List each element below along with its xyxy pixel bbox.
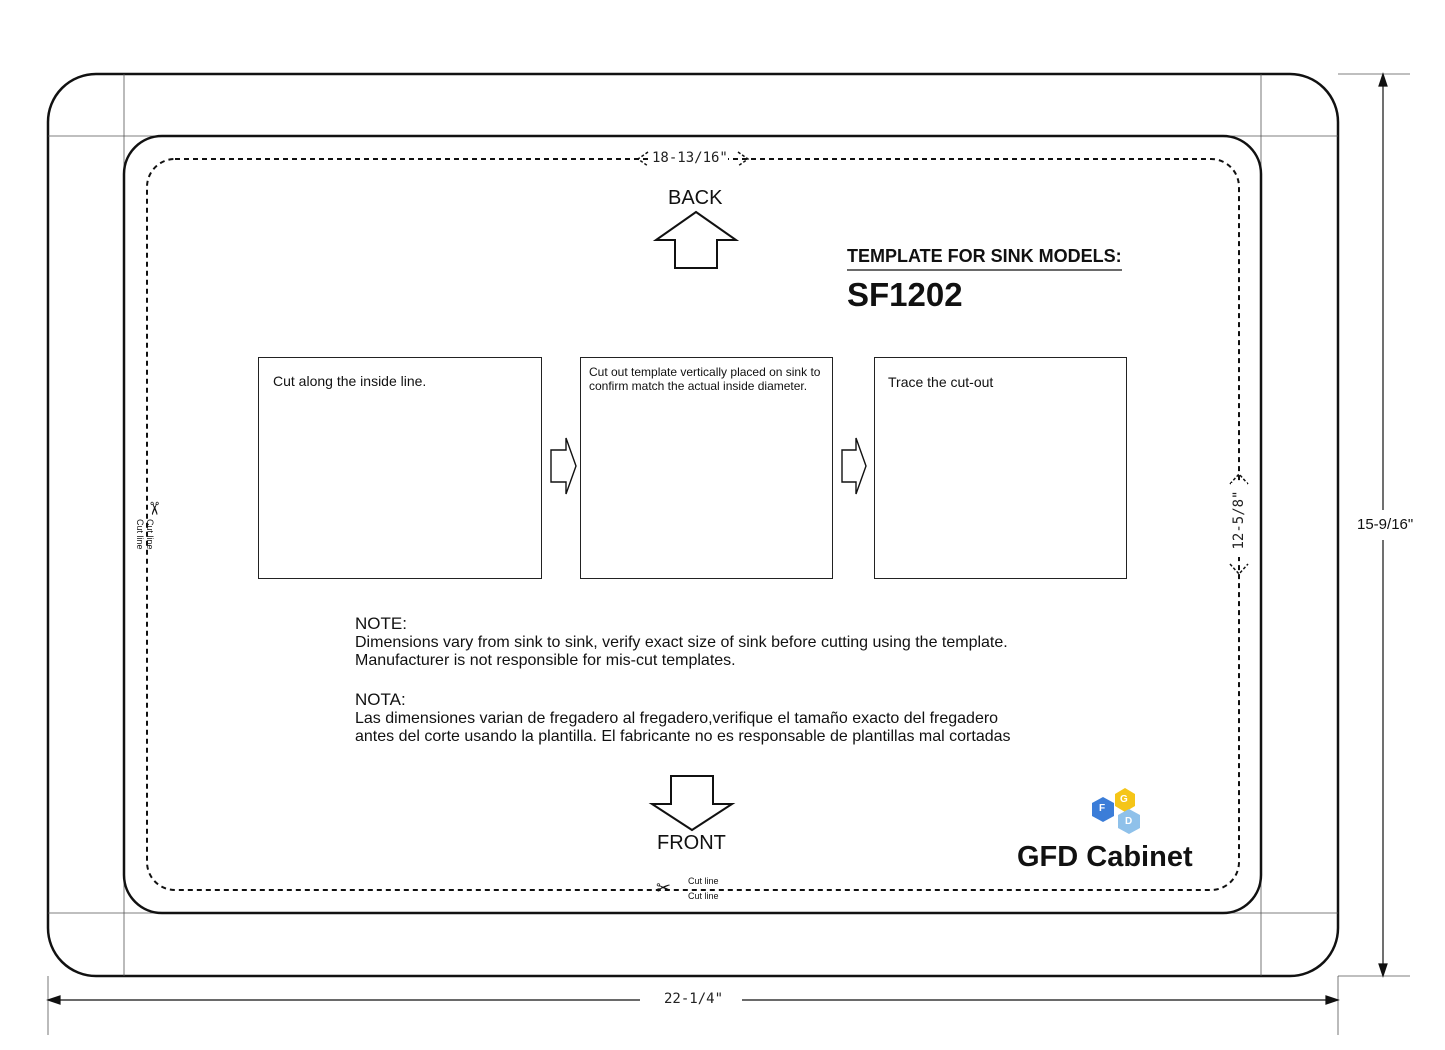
note-english: NOTE: Dimensions vary from sink to sink,… — [355, 614, 1115, 670]
note-title: NOTE: — [355, 614, 407, 633]
gfd-logo-icon — [1092, 788, 1140, 834]
inner-template-border — [122, 134, 1263, 915]
step-arrow-icon-2 — [841, 437, 867, 495]
left-cut-line-labels: Cut line Cut line — [135, 519, 155, 569]
step-caption-3: Trace the cut-out — [888, 374, 994, 390]
left-cut-line-label-2: Cut line — [135, 519, 145, 550]
outer-height-label: 15-9/16" — [1357, 516, 1414, 533]
bottom-scissors-icon: ✂ — [656, 878, 671, 899]
top-width-label: 18-13/16" — [652, 150, 728, 166]
bottom-cut-line-labels: Cut line Cut line — [688, 876, 719, 901]
step-panel-1: Cut along the inside line. — [258, 357, 542, 579]
note-spanish: NOTA: Las dimensiones varian de fregader… — [355, 690, 1115, 746]
nota-line-2: antes del corte usando la plantilla. El … — [355, 728, 1011, 745]
step-caption-1: Cut along the inside line. — [273, 373, 427, 389]
step-panel-2: Cut out template vertically placed on si… — [580, 357, 833, 579]
back-arrow-icon — [652, 210, 740, 269]
logo-letter-d: D — [1125, 816, 1133, 827]
nota-title: NOTA: — [355, 690, 406, 709]
left-scissors-icon: ✂ — [143, 501, 164, 516]
note-line-1: Dimensions vary from sink to sink, verif… — [355, 634, 1008, 651]
nota-line-1: Las dimensiones varian de fregadero al f… — [355, 710, 999, 727]
left-cut-line-label-1: Cut line — [145, 519, 155, 550]
outer-width-dimension — [46, 995, 1340, 1005]
outer-template-border — [46, 72, 1340, 978]
logo-letter-f: F — [1099, 803, 1106, 814]
step-caption-2: Cut out template vertically placed on si… — [589, 365, 821, 393]
logo-letter-g: G — [1120, 794, 1128, 805]
cut-line-label-1: Cut line — [688, 876, 719, 886]
back-label: BACK — [668, 187, 723, 209]
front-label: FRONT — [657, 832, 726, 854]
outer-width-label: 22-1/4" — [660, 991, 728, 1007]
step-arrow-icon-1 — [550, 437, 577, 495]
cut-line-label-2: Cut line — [688, 891, 719, 901]
step-panel-3: Trace the cut-out — [874, 357, 1127, 579]
right-height-label: 12-5/8" — [1231, 483, 1247, 557]
model-number: SF1202 — [847, 276, 963, 313]
top-dimension-arrows — [636, 151, 750, 167]
right-dimension-arrows — [1229, 472, 1249, 576]
outer-height-dimension — [1378, 72, 1388, 978]
note-line-2: Manufacturer is not responsible for mis-… — [355, 652, 736, 669]
brand-name: GFD Cabinet — [1017, 841, 1193, 873]
template-heading: TEMPLATE FOR SINK MODELS: — [847, 246, 1122, 266]
front-arrow-icon — [648, 775, 736, 832]
